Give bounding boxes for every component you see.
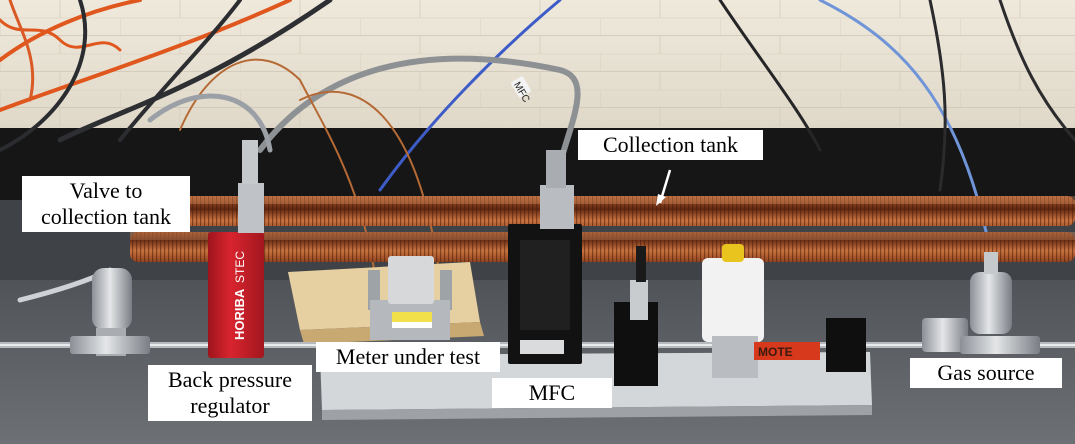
valve-assembly	[70, 268, 150, 356]
mfc-body: MFC	[508, 76, 582, 364]
stec-logo: STEC	[233, 251, 247, 283]
gas-source-valve	[922, 252, 1040, 354]
meter-under-test-body	[368, 256, 452, 340]
label-valve-to-collection-tank: Valve to collection tank	[22, 176, 190, 232]
tank-tag: MOTE	[758, 345, 793, 359]
label-collection-tank: Collection tank	[578, 130, 763, 160]
collection-tank-coils	[130, 196, 1075, 262]
horiba-logo: HORIBA	[232, 288, 247, 340]
label-back-pressure-regulator: Back pressure regulator	[148, 365, 312, 421]
back-pressure-regulator-body: HORIBA STEC	[208, 140, 264, 358]
label-gas-source: Gas source	[910, 358, 1062, 388]
downstream-components: MOTE	[614, 244, 866, 386]
label-meter-under-test: Meter under test	[316, 342, 500, 372]
label-mfc: MFC	[492, 378, 612, 408]
